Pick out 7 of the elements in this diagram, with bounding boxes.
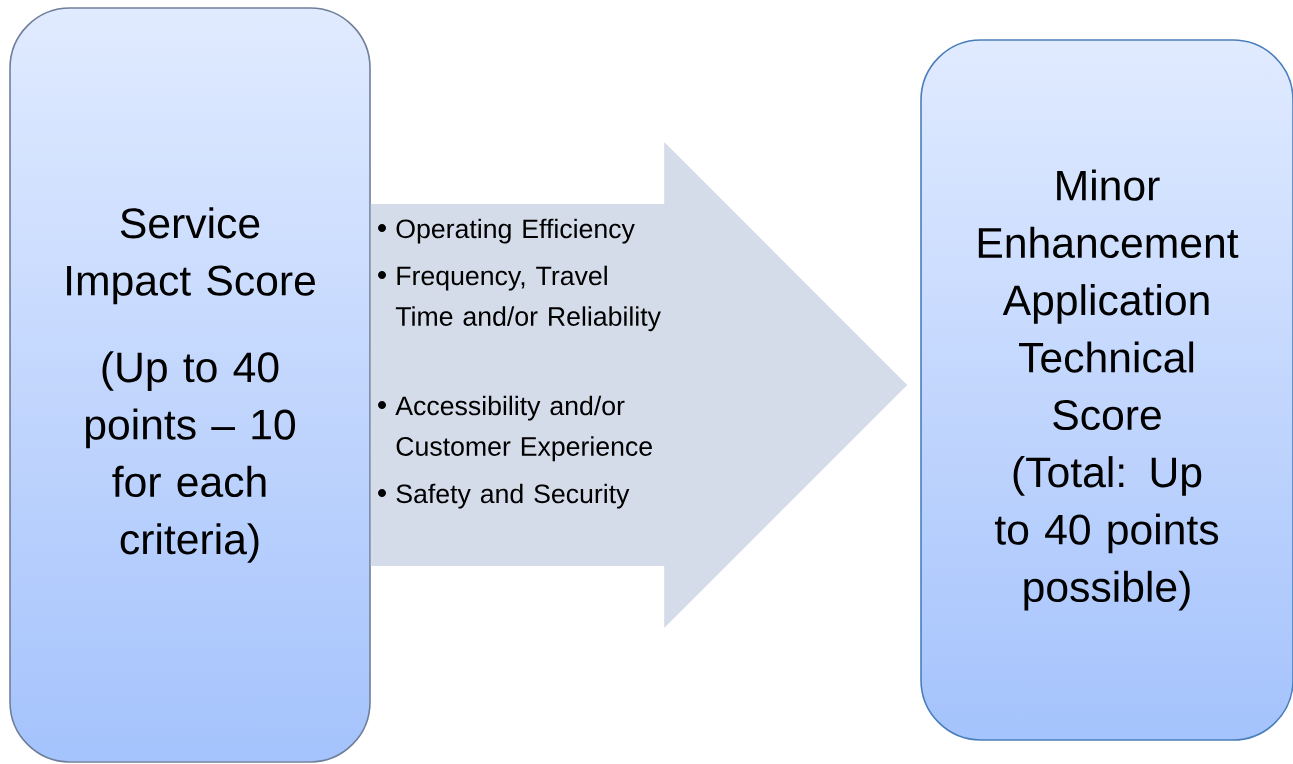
bullet-item: Safety and Security <box>378 483 630 509</box>
bullet-item: Operating Efficiency <box>378 218 635 244</box>
bullet-item: Frequency, Travel Time and/or Reliability <box>378 265 661 332</box>
rounded-box: Minor Enhancement Application Technical Score (Total: Up to 40 points possible) <box>920 39 1293 741</box>
block-arrow <box>370 142 908 628</box>
rounded-box: Service Impact Score (Up to 40 points – 10 for each criteria) <box>9 7 371 763</box>
bullet-item: Accessibility and/or Customer Experience <box>378 395 652 462</box>
